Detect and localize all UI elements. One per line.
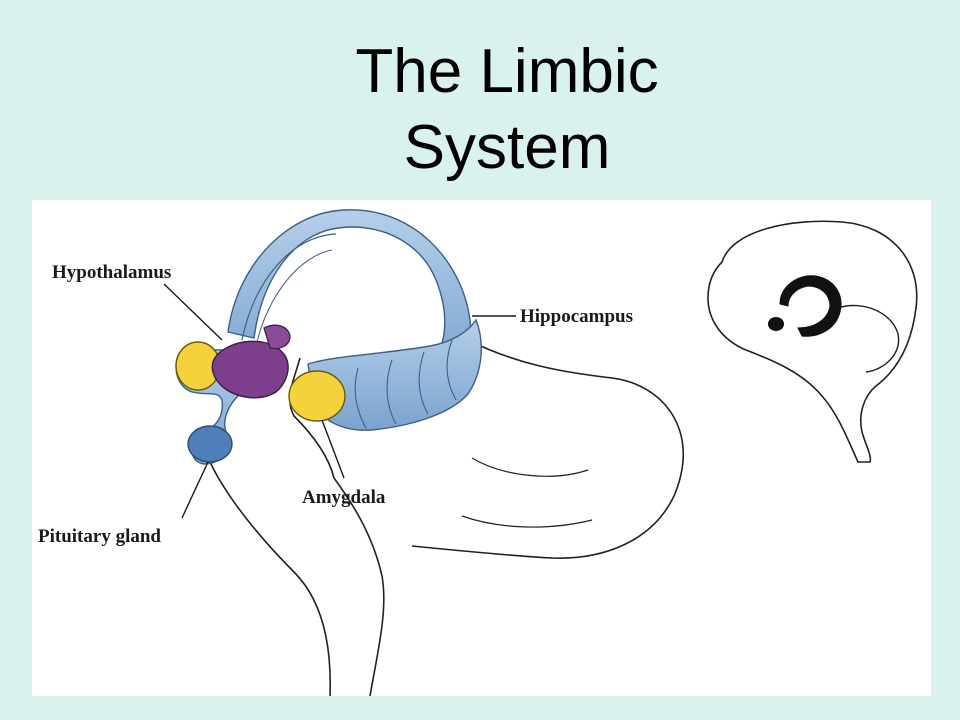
limbic-system-figure: Hypothalamus Hippocampus Amygdala Pituit…	[32, 200, 931, 696]
cerebellum-outline-inner	[461, 457, 593, 528]
label-hippocampus: Hippocampus	[520, 306, 633, 327]
hypothalamus-lobe	[263, 324, 291, 350]
brainstem-outline-front	[209, 461, 332, 696]
fornix-inner-band	[241, 233, 337, 341]
brain-inset	[707, 220, 918, 463]
label-pituitary-gland: Pituitary gland	[38, 526, 161, 547]
inset-brain-outline	[707, 220, 918, 463]
title-line-2: System	[403, 113, 611, 182]
hippocampus	[307, 318, 482, 431]
limbic-diagram: Hypothalamus Hippocampus Amygdala Pituit…	[38, 209, 918, 696]
label-amygdala: Amygdala	[302, 487, 386, 508]
fornix-inner-band-2	[255, 249, 333, 347]
label-hypothalamus: Hypothalamus	[52, 262, 171, 283]
title-line-1: The Limbic	[355, 37, 659, 106]
inset-limbic-dot	[768, 317, 784, 331]
pituitary-shape	[187, 425, 233, 463]
cerebellum-outline	[411, 341, 685, 559]
inset-brain-cerebellum	[837, 304, 900, 373]
leader-pituitary	[181, 461, 209, 519]
inset-limbic-mark	[779, 275, 842, 337]
leader-hypothalamus	[163, 283, 223, 341]
brainstem-outline	[289, 357, 385, 696]
hippocampus-segments	[354, 339, 457, 429]
hypothalamus-shape	[211, 340, 289, 399]
slide-title: The Limbic System	[0, 34, 960, 186]
amygdala-shape	[288, 370, 346, 422]
leader-amygdala	[321, 419, 345, 479]
